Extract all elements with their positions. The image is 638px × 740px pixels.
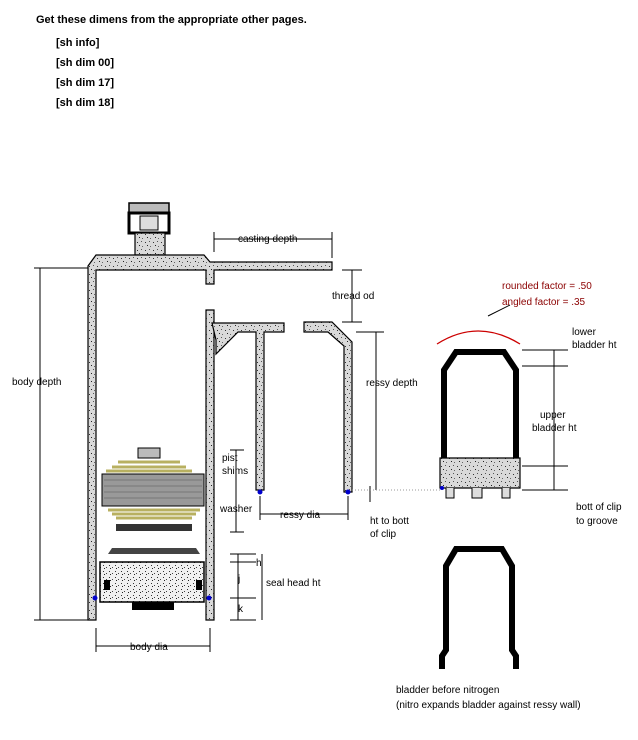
bladder-note: (nitro expands bladder against ressy wal… <box>396 700 581 711</box>
link-sh-dim-18[interactable]: [sh dim 18] <box>56 97 115 109</box>
angled-factor-label: angled factor = .35 <box>502 297 586 308</box>
clip-dot <box>206 595 212 601</box>
instruction-heading: Get these dimens from the appropriate ot… <box>36 14 307 26</box>
labels: casting depth thread od body depth ressy… <box>12 234 622 711</box>
ht-to-bott-label-2: of clip <box>370 529 397 540</box>
washer-label: washer <box>219 504 253 515</box>
reservoir <box>211 321 353 495</box>
clip-dot <box>345 489 351 495</box>
upper-bladder-label-2: bladder ht <box>532 423 577 434</box>
link-sh-info[interactable]: [sh info] <box>56 37 100 49</box>
bladder-caption: bladder before nitrogen <box>396 685 499 696</box>
dimension-lines <box>34 232 568 652</box>
link-sh-dim-17[interactable]: [sh dim 17] <box>56 77 115 89</box>
j-label: j <box>237 574 240 585</box>
bott-of-clip-label-1: bott of clip <box>576 502 622 513</box>
rounded-factor-label: rounded factor = .50 <box>502 281 592 292</box>
clip-dot <box>257 489 263 495</box>
seal-head-ht-label: seal head ht <box>266 578 321 589</box>
body-depth-label: body depth <box>12 377 62 388</box>
bladder-deflated <box>439 546 519 669</box>
lower-bladder-label-2: bladder ht <box>572 340 617 351</box>
k-label: k <box>238 604 244 615</box>
thread-od-label: thread od <box>332 291 374 302</box>
shock-body <box>87 202 333 621</box>
seal-head <box>92 548 212 610</box>
piston-assembly <box>101 447 205 531</box>
lower-bladder-label-1: lower <box>572 327 597 338</box>
ressy-dia-label: ressy dia <box>280 510 320 521</box>
ressy-depth-label: ressy depth <box>366 378 418 389</box>
bott-of-clip-label-2: to groove <box>576 516 618 527</box>
casting-depth-label: casting depth <box>238 234 298 245</box>
h-label: h <box>256 558 262 569</box>
ht-to-bott-label-1: ht to bott <box>370 516 409 527</box>
bladder-inflated <box>436 330 521 499</box>
link-sh-dim-00[interactable]: [sh dim 00] <box>56 57 115 69</box>
shims-label: shims <box>222 466 248 477</box>
upper-bladder-label-1: upper <box>540 410 566 421</box>
clip-dot <box>92 595 98 601</box>
body-dia-label: body dia <box>130 642 168 653</box>
pist-label: pist <box>222 453 238 464</box>
